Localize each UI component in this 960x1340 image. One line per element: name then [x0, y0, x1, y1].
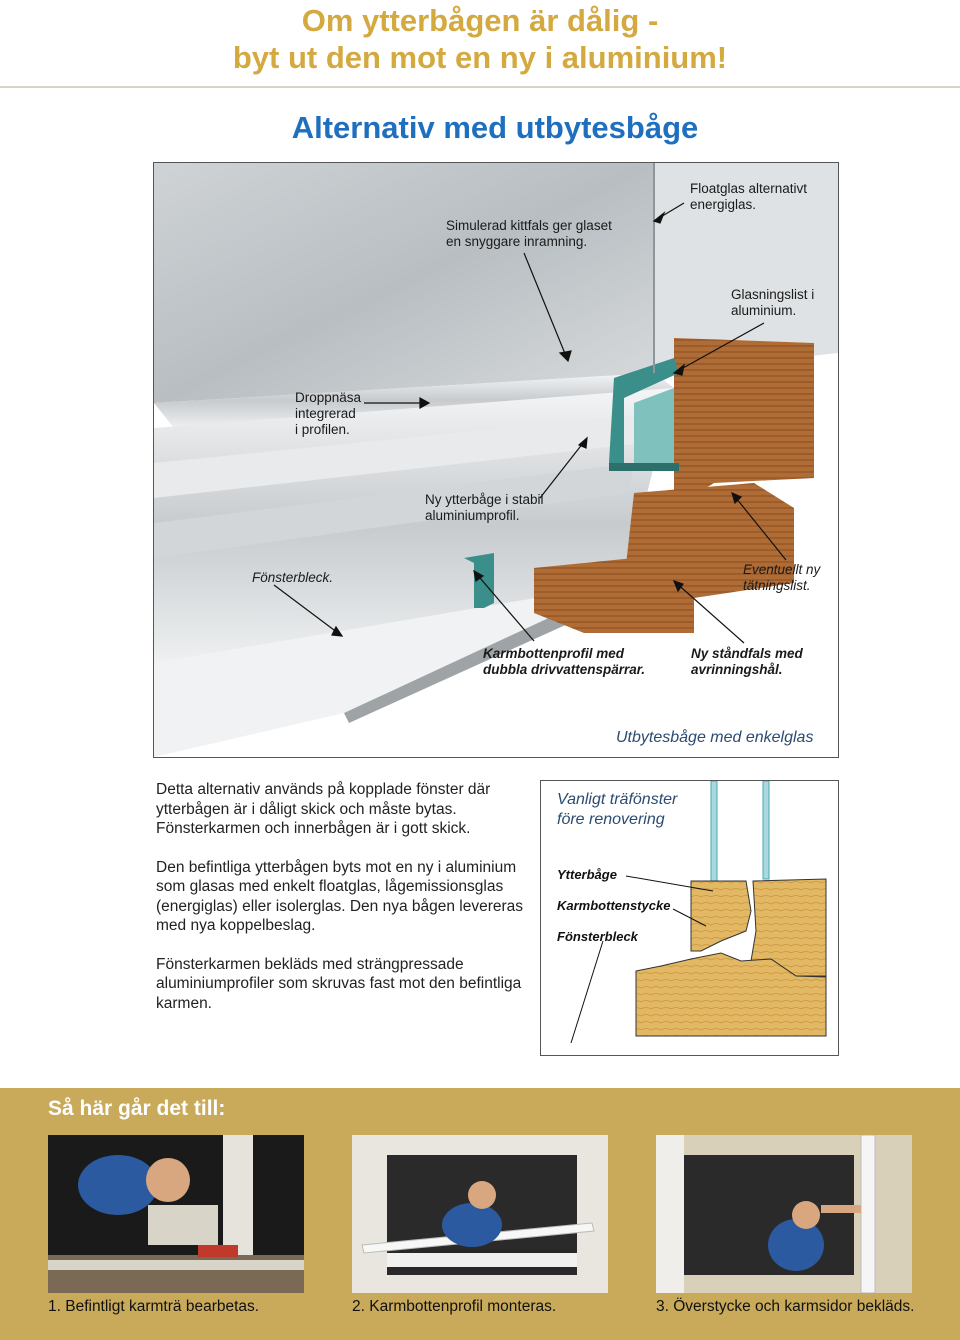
step-1-photo-graphic	[48, 1135, 304, 1293]
diagram-title: Vanligt träfönster före renovering	[557, 790, 677, 830]
step-3-photo-graphic	[656, 1135, 912, 1293]
callout-karmbotten: Karmbottenprofil med dubbla drivvattensp…	[483, 646, 645, 678]
callout-glasningslist: Glasningslist i aluminium.	[731, 287, 814, 319]
callout-droppnasa-line-3: i profilen.	[295, 422, 350, 437]
body-paragraph-2: Den befintliga ytterbågen byts mot en ny…	[156, 858, 524, 935]
body-paragraph-3: Fönsterkarmen bekläds med strängpressade…	[156, 955, 522, 1012]
callout-floatglas-line-1: Floatglas alternativt	[690, 181, 808, 196]
callout-eventuellt-line-1: Eventuellt ny	[743, 562, 821, 577]
step-2-photo-graphic	[352, 1135, 608, 1293]
profile-illustration-graphic	[154, 163, 838, 757]
callout-floatglas-line-2: energiglas.	[690, 197, 757, 212]
steps-title: Så här går det till:	[48, 1097, 226, 1120]
title-line-2: byt ut den mot en ny i aluminium!	[232, 40, 728, 75]
callout-droppnasa: Droppnäsa integrerad i profilen.	[295, 390, 361, 438]
callout-simulerad: Simulerad kittfals ger glaset en snyggar…	[446, 218, 612, 250]
callout-simulerad-line-2: en snyggare inramning.	[446, 234, 588, 249]
diagram-label-karmbottenstycke: Karmbottenstycke	[557, 898, 671, 913]
section-subtitle: Alternativ med utbytesbåge	[291, 110, 699, 145]
page-title: Om ytterbågen är dålig - byt ut den mot …	[0, 2, 960, 76]
callout-ny-ytterbage-line-2: aluminiumprofil.	[425, 508, 520, 523]
callout-glasningslist-line-1: Glasningslist i	[731, 287, 815, 302]
callout-eventuellt-line-2: tätningslist.	[743, 578, 811, 593]
callout-karmbotten-line-2: dubbla drivvattenspärrar.	[483, 662, 646, 677]
body-text: Detta alternativ används på kopplade fön…	[156, 780, 526, 1032]
callout-ny-ytterbage-line-1: Ny ytterbåge i stabil	[425, 492, 544, 507]
old-window-diagram: Vanligt träfönster före renovering Ytter…	[540, 780, 839, 1056]
callout-arrows	[273, 202, 787, 644]
callout-simulerad-line-1: Simulerad kittfals ger glaset	[446, 218, 612, 233]
profile-illustration: Simulerad kittfals ger glaset en snyggar…	[153, 162, 839, 758]
callout-floatglas: Floatglas alternativt energiglas.	[690, 181, 807, 213]
body-paragraph-1: Detta alternativ används på kopplade fön…	[156, 781, 491, 837]
callout-standfals: Ny ståndfals med avrinningshål.	[691, 646, 803, 678]
step-1-caption: 1. Befintligt karmträ bearbetas.	[48, 1298, 260, 1315]
callout-ny-ytterbage: Ny ytterbåge i stabil aluminiumprofil.	[425, 492, 544, 524]
title-divider	[0, 86, 960, 88]
step-2-photo	[352, 1135, 608, 1293]
old-window-graphic	[570, 781, 827, 1044]
callout-standfals-line-2: avrinningshål.	[691, 662, 783, 677]
title-line-1: Om ytterbågen är dålig -	[301, 3, 659, 38]
callout-fonsterbleck: Fönsterbleck.	[252, 570, 334, 585]
callout-eventuellt: Eventuellt ny tätningslist.	[743, 562, 820, 594]
callout-glasningslist-line-2: aluminium.	[731, 303, 797, 318]
step-3-photo	[656, 1135, 912, 1293]
callout-droppnasa-line-2: integrerad	[295, 406, 356, 421]
callout-standfals-line-1: Ny ståndfals med	[691, 646, 803, 661]
step-3-caption: 3. Överstycke och karmsidor bekläds.	[656, 1298, 915, 1315]
step-2-caption: 2. Karmbottenprofil monteras.	[352, 1298, 557, 1315]
callout-karmbotten-line-1: Karmbottenprofil med	[483, 646, 625, 661]
diagram-title-line-2: före renovering	[557, 811, 665, 828]
diagram-label-ytterbage: Ytterbåge	[557, 867, 617, 882]
step-1-photo	[48, 1135, 304, 1293]
illustration-caption: Utbytesbåge med enkelglas	[616, 729, 814, 746]
callout-droppnasa-line-1: Droppnäsa	[295, 390, 362, 405]
diagram-title-line-1: Vanligt träfönster	[557, 791, 678, 808]
diagram-label-fonsterbleck: Fönsterbleck	[557, 929, 638, 944]
